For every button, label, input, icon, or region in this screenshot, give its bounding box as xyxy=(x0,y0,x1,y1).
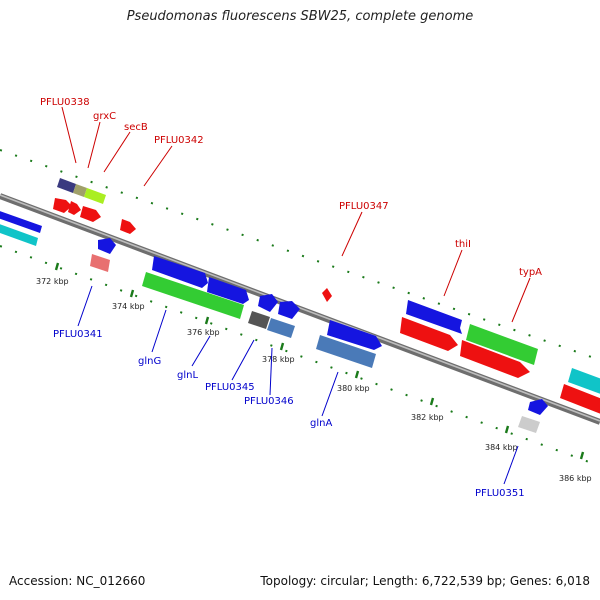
gene-feature[interactable] xyxy=(322,288,332,302)
gene-label[interactable]: PFLU0341 xyxy=(53,329,103,340)
leader-line xyxy=(269,347,273,396)
gene-label[interactable]: thiI xyxy=(455,239,471,250)
leader-line xyxy=(77,285,93,327)
gene-feature[interactable] xyxy=(0,217,38,246)
leader-line xyxy=(321,371,339,417)
gene-feature[interactable] xyxy=(248,311,270,329)
gene-feature[interactable] xyxy=(460,340,530,378)
scale-tick xyxy=(429,397,435,406)
gene-feature[interactable] xyxy=(518,416,540,433)
gene-feature[interactable] xyxy=(258,294,278,312)
leader-line xyxy=(143,145,173,187)
gene-feature[interactable] xyxy=(400,317,458,351)
gene-label[interactable]: typA xyxy=(519,267,542,278)
leader-line xyxy=(103,131,131,173)
gene-label[interactable]: PFLU0346 xyxy=(244,396,294,407)
scale-tick xyxy=(279,342,285,351)
gene-feature[interactable] xyxy=(53,198,72,213)
gene-label[interactable]: secB xyxy=(124,122,148,133)
scale-tick xyxy=(579,451,585,460)
gene-feature[interactable] xyxy=(406,300,462,334)
gene-feature[interactable] xyxy=(68,201,81,215)
scale-label: 376 kbp xyxy=(187,328,220,337)
leader-line xyxy=(511,277,531,323)
top-label-leaders xyxy=(61,106,531,323)
gene-feature[interactable] xyxy=(327,320,382,350)
scale-tick xyxy=(129,289,135,298)
gene-feature[interactable] xyxy=(207,277,249,304)
gene-feature[interactable] xyxy=(84,188,106,204)
gene-feature[interactable] xyxy=(152,256,208,288)
scale-tick xyxy=(204,316,210,325)
gene-feature[interactable] xyxy=(0,204,42,233)
inner-genes xyxy=(90,238,548,433)
gene-feature[interactable] xyxy=(73,184,87,197)
scale-tick xyxy=(354,370,360,379)
gene-feature[interactable] xyxy=(90,254,110,272)
map-title: Pseudomonas fluorescens SBW25, complete … xyxy=(126,9,474,24)
gene-feature[interactable] xyxy=(267,318,295,338)
gene-feature[interactable] xyxy=(98,238,116,254)
top-gene-labels: PFLU0338 grxC secB PFLU0342 PFLU0347 thi… xyxy=(40,97,542,278)
leader-line xyxy=(341,211,363,257)
bottom-gene-labels: PFLU0341 glnG glnL PFLU0345 PFLU0346 gln… xyxy=(53,329,525,499)
gene-feature[interactable] xyxy=(560,384,600,416)
gene-feature[interactable] xyxy=(316,335,376,368)
gene-feature[interactable] xyxy=(466,324,538,365)
scale-ticks xyxy=(54,262,585,460)
gene-label[interactable]: glnA xyxy=(310,418,332,429)
gene-label[interactable]: glnL xyxy=(177,370,198,381)
scale-tick xyxy=(504,425,510,434)
leader-line xyxy=(151,309,167,353)
gene-label[interactable]: glnG xyxy=(138,356,161,367)
scale-label: 382 kbp xyxy=(411,413,444,422)
gene-feature[interactable] xyxy=(80,206,101,222)
scale-label: 374 kbp xyxy=(112,302,145,311)
gene-label[interactable]: PFLU0342 xyxy=(154,135,204,146)
gene-feature[interactable] xyxy=(278,301,300,319)
scale-label: 386 kbp xyxy=(559,474,592,483)
outer-guide-dots xyxy=(0,149,600,361)
gene-feature[interactable] xyxy=(528,399,548,415)
gene-feature[interactable] xyxy=(568,368,600,396)
scale-labels: 372 kbp 374 kbp 376 kbp 378 kbp 380 kbp … xyxy=(36,277,592,483)
gene-label[interactable]: PFLU0347 xyxy=(339,201,389,212)
gene-label[interactable]: PFLU0338 xyxy=(40,97,90,108)
topology-text: Topology: circular; Length: 6,722,539 bp… xyxy=(260,574,590,588)
leader-line xyxy=(191,335,211,367)
accession-text: Accession: NC_012660 xyxy=(9,574,146,588)
gene-label[interactable]: grxC xyxy=(93,111,116,122)
gene-label[interactable]: PFLU0345 xyxy=(205,382,255,393)
outer-genes xyxy=(0,178,600,416)
scale-label: 372 kbp xyxy=(36,277,69,286)
leader-line xyxy=(231,339,255,381)
scale-tick xyxy=(54,262,60,271)
bottom-label-leaders xyxy=(77,285,519,485)
leader-line xyxy=(443,249,463,297)
leader-line xyxy=(503,445,519,485)
gene-label[interactable]: PFLU0351 xyxy=(475,488,525,499)
scale-label: 380 kbp xyxy=(337,384,370,393)
scale-label: 378 kbp xyxy=(262,355,295,364)
scale-label: 384 kbp xyxy=(485,443,518,452)
leader-line xyxy=(87,121,101,169)
gene-feature[interactable] xyxy=(142,272,244,319)
gene-feature[interactable] xyxy=(120,219,136,234)
leader-line xyxy=(61,106,77,164)
genome-backbone-highlight xyxy=(0,194,600,422)
gene-feature[interactable] xyxy=(57,178,76,193)
